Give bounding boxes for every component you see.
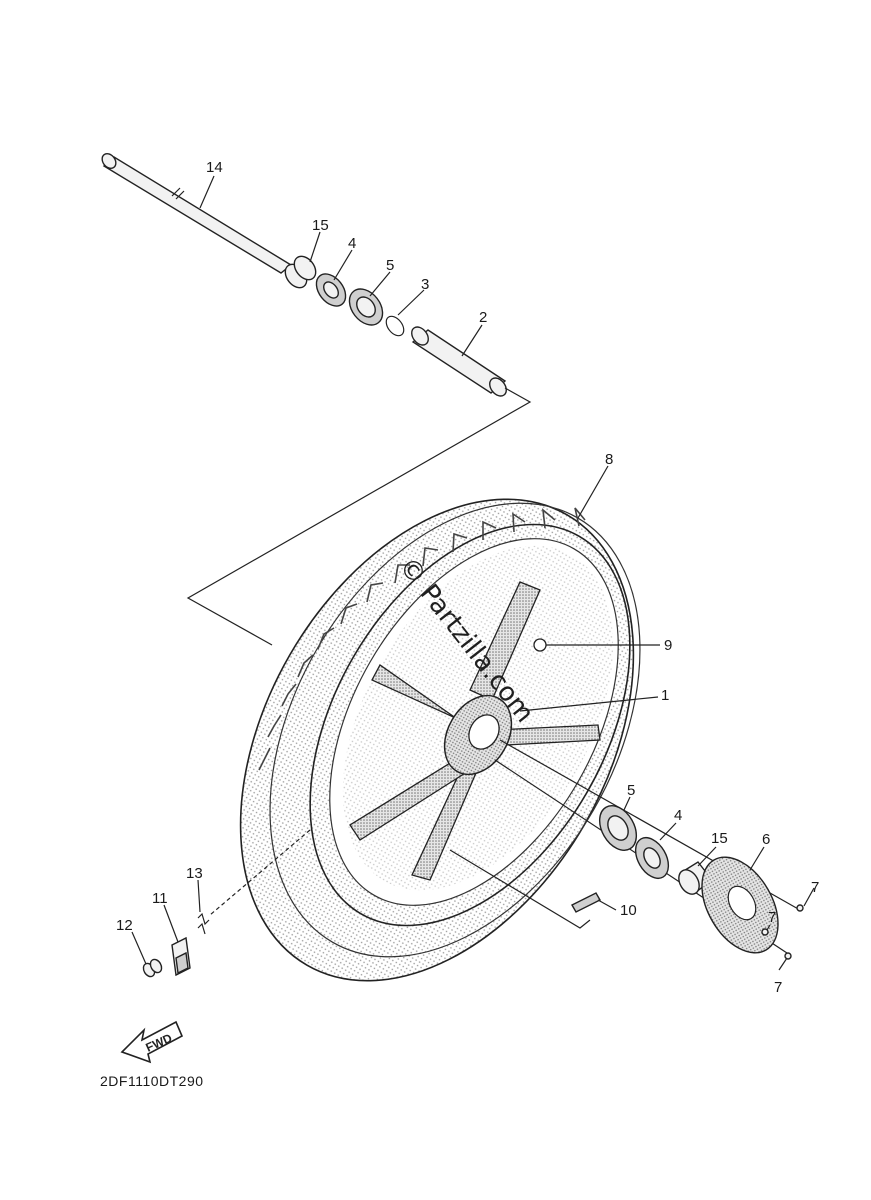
callout-2: 2 (479, 309, 487, 326)
fwd-label: FWD (144, 1031, 175, 1055)
callout-15-bottom: 15 (711, 830, 728, 847)
balance-weight (571, 892, 601, 913)
small-collar (142, 958, 163, 978)
diagram-code: 2DF1110DT290 (100, 1073, 204, 1089)
callout-8: 8 (605, 451, 613, 468)
spacer (411, 326, 507, 397)
leader-lines (131, 175, 815, 971)
callout-5-bottom: 5 (627, 782, 635, 799)
callout-3: 3 (421, 276, 429, 293)
callout-15-top: 15 (312, 217, 329, 234)
oil-seal-bottom (634, 837, 670, 879)
callout-7-right: 7 (811, 879, 819, 896)
callout-12: 12 (116, 917, 133, 934)
callout-9: 9 (664, 637, 672, 654)
sensor-screw (197, 912, 210, 935)
disc-bolts (761, 904, 804, 960)
callout-13: 13 (186, 865, 203, 882)
callout-1: 1 (661, 687, 669, 704)
explode-line-top (186, 387, 532, 646)
wheel-assembly (239, 498, 641, 982)
axle-shaft (101, 152, 293, 274)
callout-10: 10 (620, 902, 637, 919)
circlip (385, 315, 405, 337)
oil-seal-top (315, 273, 347, 307)
fwd-arrow: FWD (120, 1020, 184, 1064)
callout-11: 11 (152, 890, 168, 907)
brake-disc (701, 856, 779, 954)
callout-6: 6 (762, 831, 770, 848)
callout-5-top: 5 (386, 257, 394, 274)
callout-4-bottom: 4 (674, 807, 682, 824)
callout-labels: 14 15 4 5 3 2 8 9 1 5 4 15 6 7 7 7 10 13… (116, 159, 819, 996)
collar-top (284, 255, 317, 289)
callout-7-bottom: 7 (774, 979, 782, 996)
callout-4-top: 4 (348, 235, 356, 252)
bearing-top (348, 288, 384, 326)
bearing-bottom (598, 805, 638, 851)
callout-14: 14 (206, 159, 223, 176)
sensor-bracket (171, 936, 191, 977)
callout-7-middle: 7 (768, 909, 776, 926)
